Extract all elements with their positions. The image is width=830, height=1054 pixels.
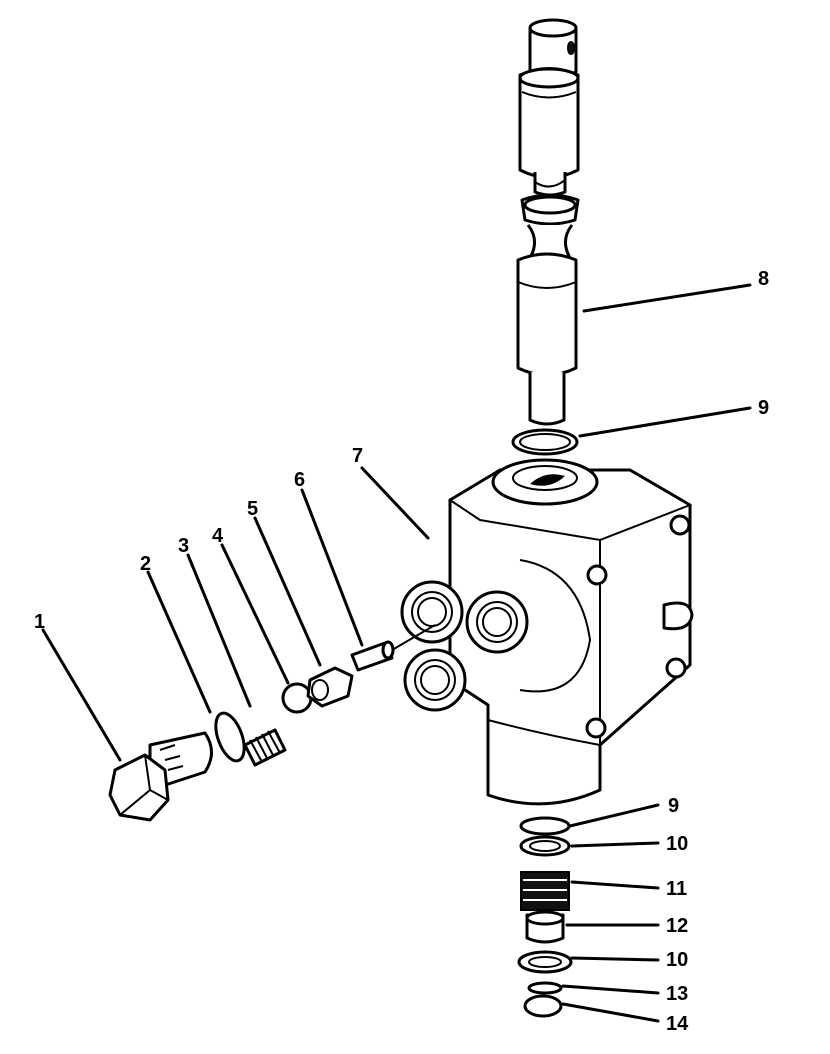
callout-6: 6 xyxy=(294,469,305,491)
callout-7: 7 xyxy=(352,445,363,467)
callout-10-lower: 10 xyxy=(666,949,688,971)
callout-10-upper: 10 xyxy=(666,833,688,855)
part-5-poppet xyxy=(306,666,354,708)
callout-13: 13 xyxy=(666,983,688,1005)
part-11-spring-stack xyxy=(520,871,570,911)
callout-11: 11 xyxy=(666,878,687,900)
callout-2: 2 xyxy=(140,553,151,575)
callout-5: 5 xyxy=(247,498,258,520)
callout-labels: 1 2 3 4 5 6 7 8 9 9 10 11 12 10 13 14 xyxy=(34,268,769,1035)
lower-stack xyxy=(517,816,573,1018)
part-14-ring xyxy=(523,994,563,1018)
part-10-ring-lower xyxy=(517,950,573,974)
part-1-plug xyxy=(108,731,213,822)
part-2-o-ring xyxy=(214,711,246,763)
callout-1: 1 xyxy=(34,611,45,633)
part-6-pin xyxy=(350,624,436,672)
callout-9-top: 9 xyxy=(758,397,769,419)
callout-14: 14 xyxy=(666,1013,689,1035)
leader-lines xyxy=(41,283,752,1023)
part-4-ball xyxy=(281,682,313,714)
callout-9-bottom: 9 xyxy=(668,795,679,817)
part-7-valve-body xyxy=(400,458,694,806)
part-3-spring xyxy=(243,728,287,767)
part-9-o-ring-top xyxy=(511,428,579,456)
part-8-spool xyxy=(516,18,580,426)
part-10-ring-upper xyxy=(519,835,571,857)
callout-3: 3 xyxy=(178,535,189,557)
part-12-seat xyxy=(525,910,565,944)
part-13-washer xyxy=(527,981,563,995)
callout-4: 4 xyxy=(212,525,224,547)
part-9-o-ring-bottom xyxy=(519,816,571,836)
callout-8: 8 xyxy=(758,268,769,290)
callout-12: 12 xyxy=(666,915,688,937)
